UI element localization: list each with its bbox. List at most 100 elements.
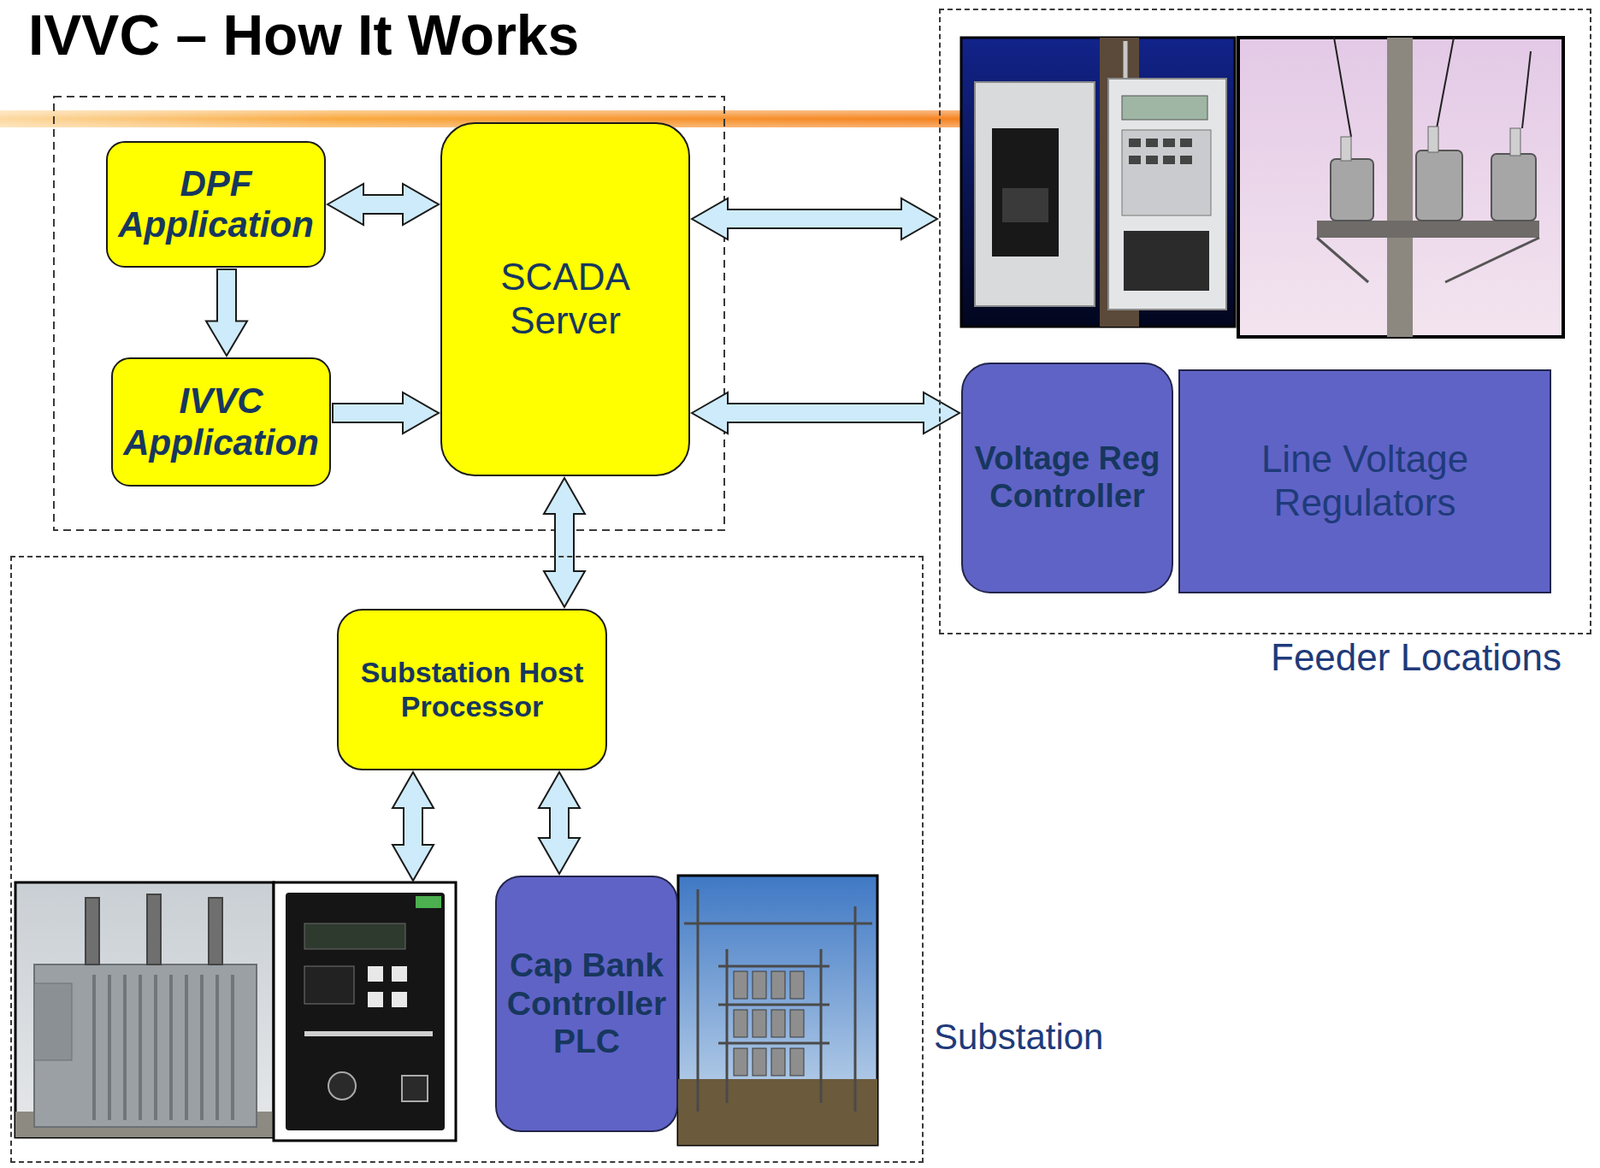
pole-regulator-photo bbox=[1522, 51, 1531, 129]
pole-regulator-photo bbox=[1330, 159, 1374, 221]
pole-regulator-photo bbox=[1238, 37, 1564, 337]
tapchanger-control-photo bbox=[328, 1072, 356, 1100]
feeder-cabinet-photo bbox=[1180, 155, 1193, 165]
cooling-fins bbox=[107, 974, 112, 1121]
cooling-fins bbox=[138, 974, 142, 1121]
feeder-cabinet-photo bbox=[1163, 138, 1175, 148]
tapchanger-control-photo bbox=[367, 966, 384, 982]
bushings bbox=[208, 897, 223, 965]
block-arrow bbox=[543, 478, 585, 608]
feeder-cabinet-photo bbox=[1163, 155, 1175, 165]
tapchanger-control-photo bbox=[273, 882, 456, 1141]
feeder-cabinet-photo bbox=[991, 128, 1059, 257]
feeder-cabinet-photo bbox=[1180, 138, 1193, 148]
capacitor-units bbox=[790, 1009, 804, 1038]
pole-regulator-photo bbox=[1340, 136, 1352, 161]
capacitor-units bbox=[771, 1048, 786, 1076]
capacitor-units bbox=[752, 971, 767, 999]
cooling-fins bbox=[169, 974, 173, 1121]
region-label: Substation bbox=[933, 1016, 1104, 1058]
box-label: Substation Host Processor bbox=[347, 655, 597, 723]
capacitor-units bbox=[771, 971, 786, 999]
tapchanger-control-photo bbox=[304, 966, 355, 1004]
tapchanger-control-photo bbox=[285, 892, 445, 1131]
control-center-outline bbox=[53, 96, 725, 531]
feeder-cabinet-photo bbox=[1145, 138, 1158, 148]
cooling-fins bbox=[184, 974, 189, 1121]
tapchanger-control-photo bbox=[273, 882, 456, 1141]
box-label: DPF Application bbox=[114, 163, 318, 247]
feeder-cabinet-photo bbox=[1108, 78, 1227, 310]
tapchanger-control-photo bbox=[391, 966, 408, 982]
capacitor-rack bbox=[820, 949, 823, 1104]
feeder-region: Feeder LocationsVoltage Reg ControllerLi… bbox=[938, 8, 1592, 635]
capacitor-units bbox=[771, 1009, 786, 1038]
transformer-photo bbox=[34, 964, 257, 1128]
capacitor-units bbox=[733, 1009, 748, 1038]
capacitor-bank-photo bbox=[678, 875, 878, 1146]
capacitor-rack bbox=[726, 949, 729, 1104]
pole-regulator-photo bbox=[1416, 150, 1463, 221]
pole-regulator-photo bbox=[1510, 128, 1521, 156]
feeder-cabinet-photo bbox=[1121, 129, 1211, 216]
feeder-cabinet-photo bbox=[1128, 155, 1141, 165]
pole-regulator-photo bbox=[1334, 37, 1352, 137]
feeder-cabinet-photo bbox=[1145, 155, 1158, 165]
block-arrow bbox=[538, 772, 580, 874]
pole-regulator-photo bbox=[1316, 237, 1369, 283]
capacitor-rack bbox=[718, 1042, 830, 1046]
transformer-photo bbox=[15, 882, 274, 1138]
equipment-box: Line Voltage Regulators bbox=[1178, 369, 1552, 594]
box-label: IVVC Application bbox=[119, 380, 323, 464]
capacitor-rack bbox=[854, 906, 857, 1112]
host-to-tapchanger-arrow bbox=[392, 772, 434, 881]
feeder-cabinet-photo bbox=[1121, 95, 1208, 120]
block-arrow bbox=[691, 198, 938, 240]
bushings bbox=[147, 894, 161, 965]
pole-regulator-photo bbox=[1428, 126, 1439, 153]
controller-box: Cap Bank Controller PLC bbox=[495, 875, 679, 1133]
feeder-cabinet-photo bbox=[961, 37, 1235, 327]
capacitor-units bbox=[733, 971, 748, 999]
block-arrow bbox=[691, 392, 960, 434]
application-box: DPF Application bbox=[106, 141, 326, 268]
cooling-fins bbox=[92, 974, 96, 1121]
feeder-cabinet-photo bbox=[1128, 138, 1141, 148]
capacitor-units bbox=[752, 1009, 767, 1038]
pole-regulator-photo bbox=[1387, 37, 1413, 337]
substation-region: SubstationSubstation Host ProcessorCap B… bbox=[10, 555, 924, 1164]
feeder-cabinet-photo bbox=[974, 82, 1095, 307]
box-label: Cap Bank Controller PLC bbox=[501, 946, 672, 1063]
tapchanger-control-photo bbox=[391, 991, 408, 1008]
cooling-fins bbox=[215, 974, 219, 1121]
application-box: IVVC Application bbox=[111, 357, 331, 487]
tapchanger-control-photo bbox=[415, 896, 442, 909]
feeder-cabinet-photo bbox=[1002, 188, 1049, 223]
slide-title: IVVC – How It Works bbox=[28, 3, 579, 69]
block-arrow bbox=[327, 183, 439, 225]
cooling-fins bbox=[123, 974, 127, 1121]
pole-regulator-photo bbox=[1445, 237, 1540, 283]
capacitor-units bbox=[752, 1048, 767, 1076]
controller-box: Voltage Reg Controller bbox=[961, 362, 1174, 594]
feeder-cabinet-photo bbox=[1123, 41, 1128, 83]
cooling-fins bbox=[94, 974, 233, 1121]
tapchanger-control-photo bbox=[367, 991, 384, 1008]
capacitor-bank-photo bbox=[678, 1079, 878, 1146]
capacitor-units bbox=[733, 971, 804, 1076]
transformer-photo bbox=[34, 983, 72, 1061]
block-arrow bbox=[332, 392, 439, 434]
processor-box: Substation Host Processor bbox=[336, 608, 608, 771]
tapchanger-control-photo bbox=[304, 1031, 433, 1037]
feeder-cabinet-photo bbox=[961, 37, 1235, 327]
capacitor-rack bbox=[718, 965, 830, 969]
tapchanger-control-photo bbox=[304, 923, 406, 950]
control-center-outline bbox=[53, 96, 725, 531]
box-label: SCADA Server bbox=[459, 255, 672, 343]
capacitor-rack bbox=[684, 922, 873, 926]
tapchanger-control-photo bbox=[401, 1075, 428, 1102]
cooling-fins bbox=[200, 974, 204, 1121]
capacitor-units bbox=[790, 971, 804, 999]
capacitor-bank-photo bbox=[678, 875, 878, 1146]
